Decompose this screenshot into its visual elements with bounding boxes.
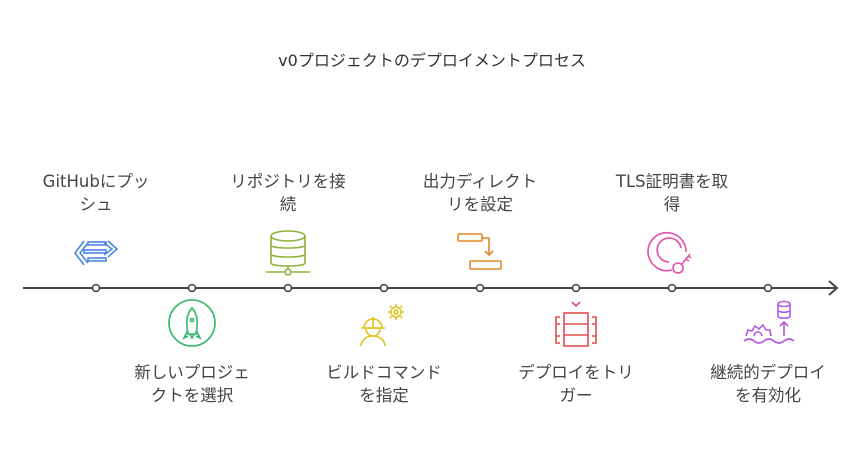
step-label: ガー <box>560 386 593 405</box>
step-label: ビルドコマンド <box>326 363 442 382</box>
step-label: クトを選択 <box>151 386 234 405</box>
certificate-key-icon <box>647 231 692 274</box>
timeline-node <box>283 283 293 293</box>
step-label: を有効化 <box>735 386 801 405</box>
step-label: 継続的デプロイ <box>710 362 826 382</box>
diagram-title: v0プロジェクトのデプロイメントプロセス <box>278 51 586 70</box>
timeline-node <box>571 283 581 293</box>
timeline-node <box>187 283 197 293</box>
step-select-project: 新しいプロジェ クトを選択 <box>134 283 250 405</box>
step-output-directory: 出力ディレクト リを設定 <box>423 171 537 293</box>
step-label: シュ <box>80 195 113 214</box>
code-arrows-icon <box>74 240 119 266</box>
arrow-head-icon <box>828 280 839 296</box>
step-tls-certificate: TLS証明書を取 得 <box>615 172 728 293</box>
timeline-node <box>91 283 101 293</box>
step-label: 新しいプロジェ <box>134 363 250 382</box>
server-trigger-icon <box>555 301 597 347</box>
step-continuous-deploy: 継続的デプロイ を有効化 <box>710 283 826 405</box>
step-label: 出力ディレクト <box>423 171 537 191</box>
step-build-command: ビルドコマンド を指定 <box>326 283 442 405</box>
step-label: デプロイをトリ <box>518 362 634 382</box>
database-network-icon <box>266 230 310 276</box>
step-label: 得 <box>664 195 681 214</box>
rocket-icon <box>168 299 216 347</box>
directory-flow-icon <box>457 233 502 270</box>
step-label: リポジトリを接 <box>230 172 346 191</box>
timeline-node <box>475 283 485 293</box>
timeline-node <box>763 283 773 293</box>
timeline-node <box>379 283 389 293</box>
step-label: を指定 <box>359 386 409 405</box>
step-connect-repository: リポジトリを接 続 <box>230 172 346 293</box>
step-label: TLS証明書を取 <box>615 172 728 191</box>
timeline-axis <box>23 280 839 296</box>
step-label: GitHubにプッ <box>43 172 150 191</box>
timeline-node <box>667 283 677 293</box>
worker-gear-icon <box>360 304 404 347</box>
step-github-push: GitHubにプッ シュ <box>43 172 150 293</box>
step-label: 続 <box>280 195 297 214</box>
continuous-deploy-icon <box>743 300 795 344</box>
step-label: リを設定 <box>447 195 513 214</box>
step-trigger-deploy: デプロイをトリ ガー <box>518 283 634 405</box>
